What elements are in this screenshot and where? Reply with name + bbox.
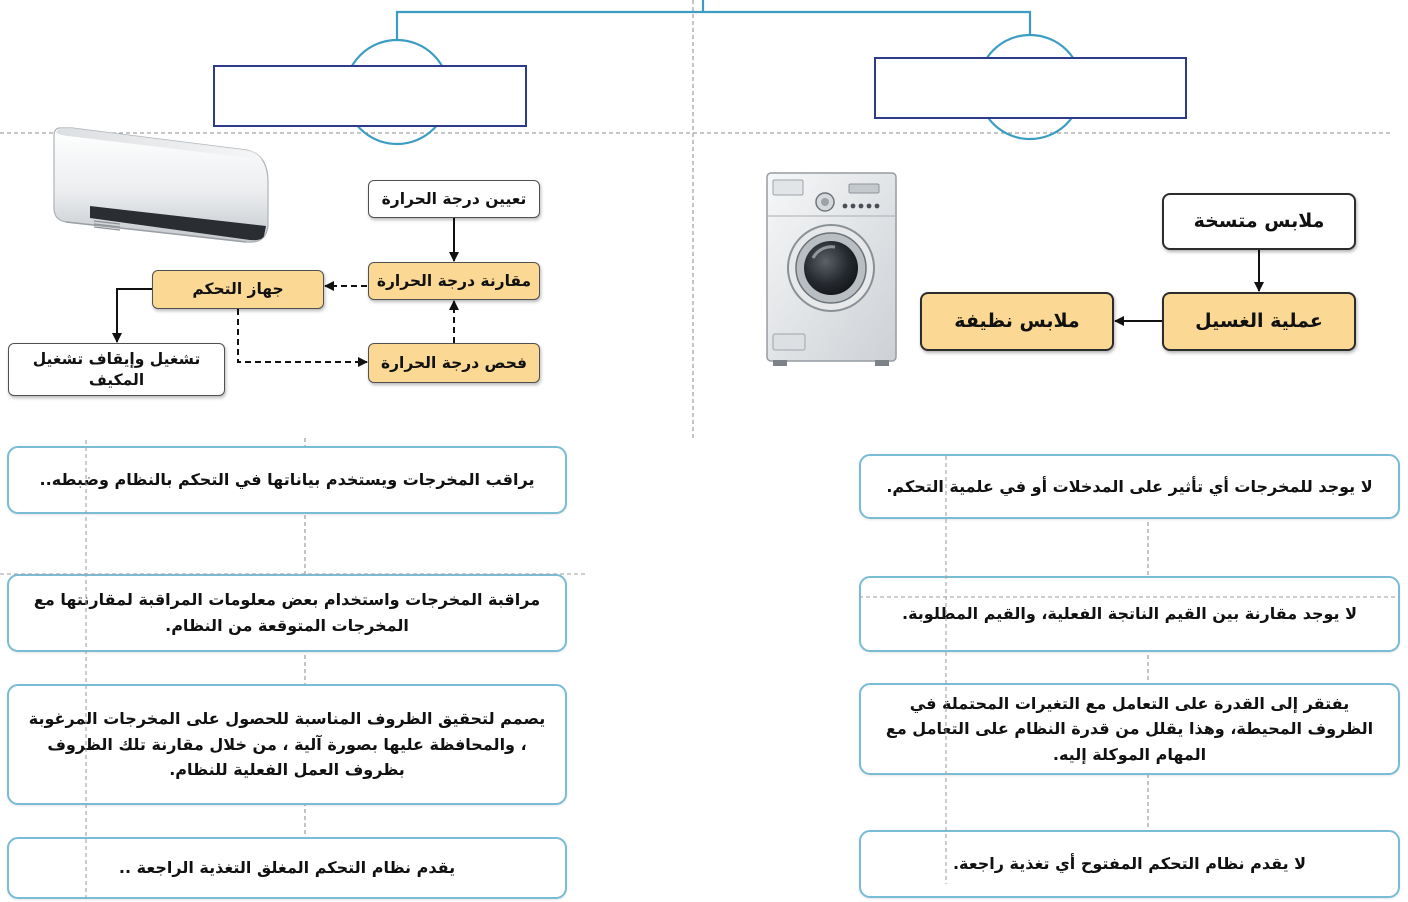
washer-glass-highlight [811, 245, 836, 259]
washer-drawer [772, 179, 804, 196]
set-temperature-box: تعيين درجة الحرارة [368, 180, 540, 218]
clean-clothes-label: ملابس نظيفة [954, 310, 1080, 333]
arrow-controller-to-check [237, 309, 368, 367]
open-loop-characteristic-3: يفتقر إلى القدرة على التعامل مع التغيرات… [859, 683, 1400, 775]
ac-bottom-edge [65, 221, 247, 243]
control-device-label: جهاز التحكم [192, 280, 284, 299]
dirty-clothes-box: ملابس متسخة [1162, 193, 1356, 250]
closed-loop-characteristic-text: يصمم لتحقيق الظروف المناسبة للحصول على ا… [28, 709, 546, 780]
closed-loop-characteristic-4: يقدم نظام التحكم المغلق التغذية الراجعة … [7, 837, 567, 899]
check-temperature-label: فحص درجة الحرارة [380, 353, 528, 372]
washing-machine-icon [766, 172, 897, 366]
open-loop-characteristic-text: لا يوجد مقارنة بين القيم الناتجة الفعلية… [902, 604, 1358, 624]
open-loop-characteristic-text: يفتقر إلى القدرة على التعامل مع التغيرات… [885, 693, 1374, 764]
washing-process-label: عملية الغسيل [1195, 310, 1323, 333]
ac-vent-marks [93, 220, 121, 231]
washer-button [874, 203, 880, 209]
closed-loop-characteristic-text: يراقب المخرجات ويستخدم بياناتها في التحك… [39, 470, 535, 490]
ac-on-off-label-line: المكيف [88, 370, 145, 389]
ac-vent-mark [93, 226, 121, 231]
check-temperature-box: فحص درجة الحرارة [368, 343, 540, 383]
clean-clothes-box: ملابس نظيفة [920, 292, 1114, 351]
washer-door-glass [804, 241, 858, 295]
open-loop-characteristic-1: لا يوجد للمخرجات أي تأثير على المدخلات أ… [859, 454, 1400, 519]
ac-on-off-box: تشغيل وإيقاف تشغيل المكيف [8, 343, 225, 396]
open-loop-title-blank-box [874, 57, 1187, 119]
compare-temperature-label: مقارنة درجة الحرارة [376, 271, 532, 290]
closed-loop-title-blank-box [213, 65, 527, 127]
open-loop-characteristic-2: لا يوجد مقارنة بين القيم الناتجة الفعلية… [859, 576, 1400, 652]
washer-button [866, 203, 872, 209]
washing-process-box: عملية الغسيل [1162, 292, 1356, 351]
set-temperature-label: تعيين درجة الحرارة [381, 189, 527, 208]
ac-top-edge [56, 128, 262, 160]
closed-loop-characteristic-1: يراقب المخرجات ويستخدم بياناتها في التحك… [7, 446, 567, 514]
compare-temperature-box: مقارنة درجة الحرارة [368, 262, 540, 300]
open-loop-characteristic-text: لا يقدم نظام التحكم المفتوح أي تغذية راج… [952, 854, 1307, 874]
open-loop-characteristic-4: لا يقدم نظام التحكم المفتوح أي تغذية راج… [859, 830, 1400, 898]
washer-button [850, 203, 856, 209]
arrow-controller-to-ac-switch [112, 288, 152, 343]
washer-foot-right [875, 360, 889, 366]
closed-loop-characteristic-3: يصمم لتحقيق الظروف المناسبة للحصول على ا… [7, 684, 567, 805]
washer-button [858, 203, 864, 209]
air-conditioner-icon [53, 127, 269, 243]
dirty-clothes-label: ملابس متسخة [1193, 210, 1325, 233]
ac-vent-mark [93, 220, 121, 225]
washer-buttons [842, 203, 880, 209]
ac-vent-mark [93, 223, 121, 228]
open-loop-characteristic-text: لا يوجد للمخرجات أي تأثير على المدخلات أ… [886, 476, 1373, 496]
washer-button [842, 203, 848, 209]
closed-loop-characteristic-text: يقدم نظام التحكم المغلق التغذية الراجعة … [118, 858, 456, 878]
ac-louver [90, 206, 266, 241]
washer-display [848, 183, 880, 194]
closed-loop-characteristic-text: مراقبة المخرجات واستخدام بعض معلومات الم… [33, 590, 541, 635]
ac-on-off-label-line: تشغيل وإيقاف تشغيل [32, 350, 201, 369]
washer-dial-center [821, 198, 829, 206]
control-device-box: جهاز التحكم [152, 270, 324, 309]
closed-loop-characteristic-2: مراقبة المخرجات واستخدام بعض معلومات الم… [7, 574, 567, 652]
washer-filter-cover [772, 333, 806, 351]
washer-foot-left [773, 360, 787, 366]
top-branch-connector [395, 10, 1032, 40]
